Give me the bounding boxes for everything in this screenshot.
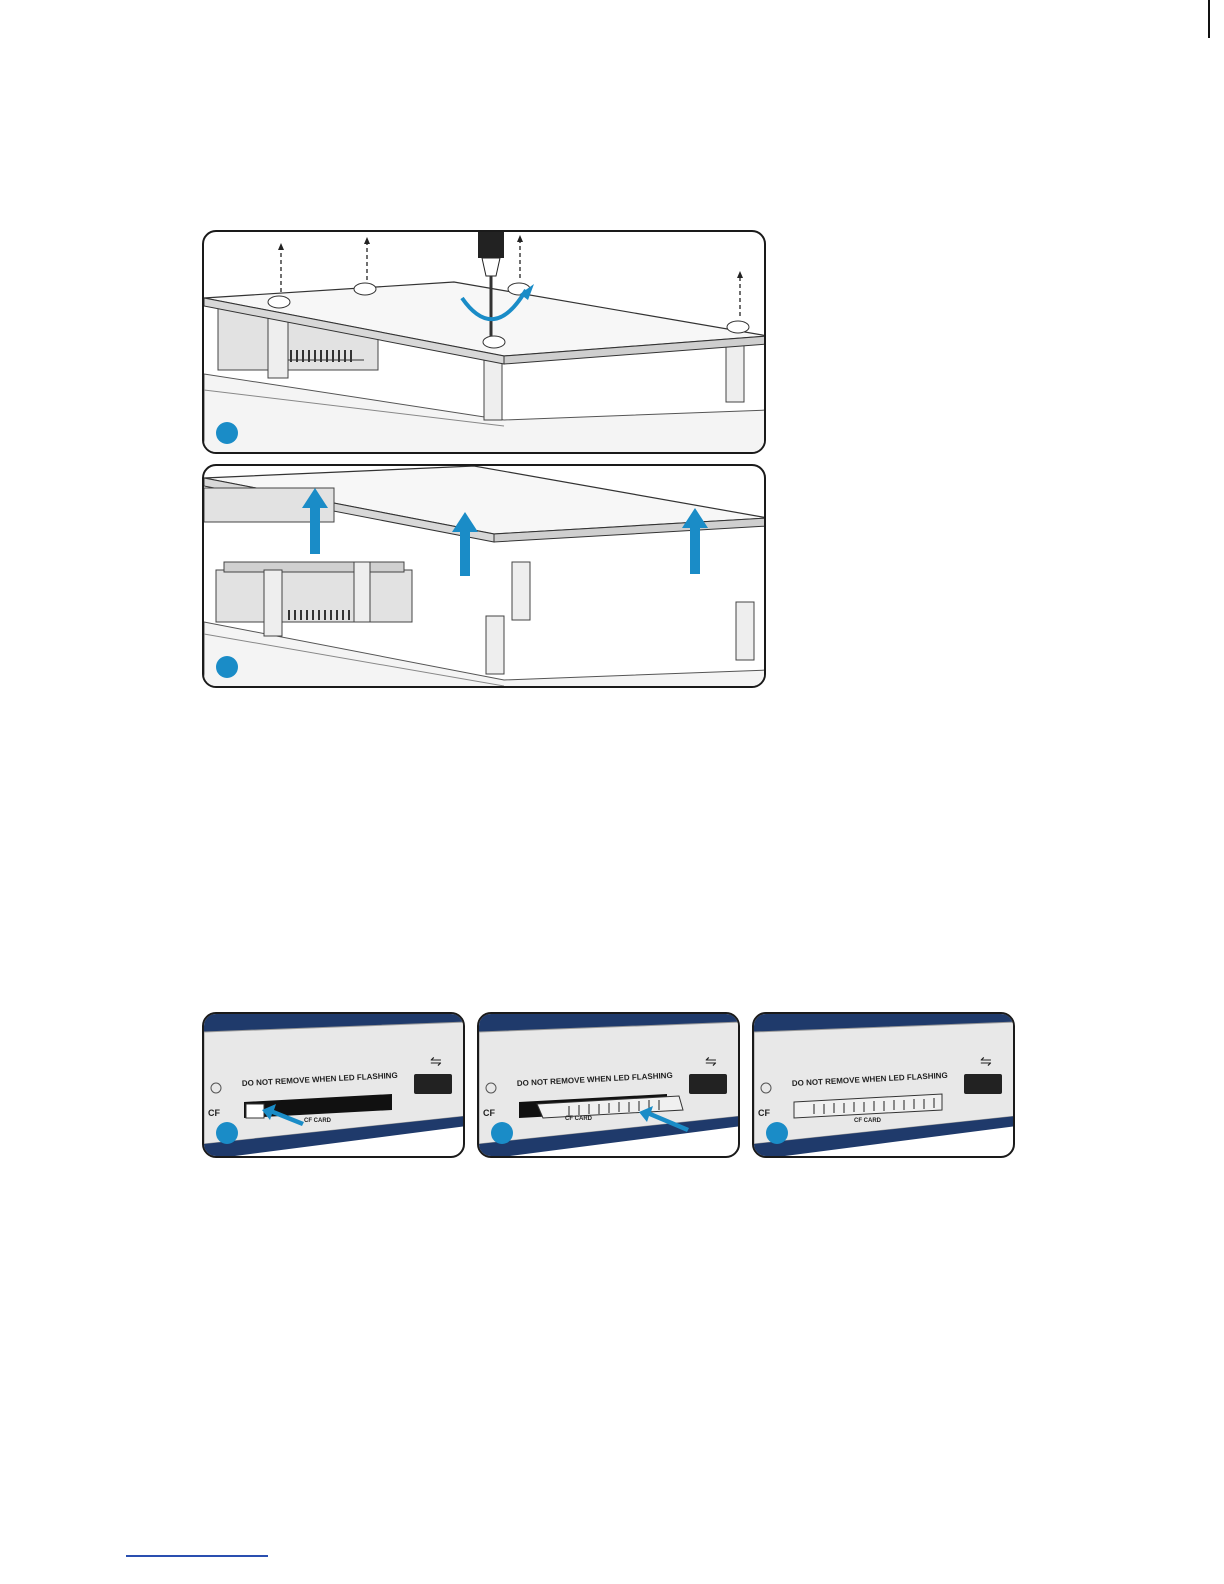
usb-icon: ⇋: [980, 1053, 992, 1069]
cf-slot-label: CF CARD: [304, 1118, 332, 1124]
illustration-remove-screws: [202, 230, 766, 454]
step-2-badge: [216, 656, 238, 678]
cf-slot-empty-drawing: CF DO NOT REMOVE WHEN LED FLASHING CF CA…: [204, 1014, 465, 1158]
step-3-badge-cf: [766, 1122, 788, 1144]
cf-led-label: CF: [483, 1108, 495, 1118]
cf-led-label: CF: [758, 1108, 770, 1118]
cf-panel-3: CF DO NOT REMOVE WHEN LED FLASHING CF CA…: [752, 1012, 1015, 1158]
cf-card-inserted-drawing: CF DO NOT REMOVE WHEN LED FLASHING CF CA…: [754, 1014, 1015, 1158]
step-1-badge-cf: [216, 1122, 238, 1144]
cf-led-label: CF: [208, 1108, 220, 1118]
cf-card-inserting-drawing: CF DO NOT REMOVE WHEN LED FLASHING CF CA…: [479, 1014, 740, 1158]
board-lift-drawing: [204, 466, 766, 688]
cf-panel-2: CF DO NOT REMOVE WHEN LED FLASHING CF CA…: [477, 1012, 740, 1158]
step-2-badge-cf: [491, 1122, 513, 1144]
board-screws-drawing: [204, 232, 766, 454]
footer-link-underline[interactable]: [126, 1555, 268, 1557]
usb-icon: ⇋: [430, 1053, 442, 1069]
cf-slot-label: CF CARD: [854, 1118, 882, 1124]
page-edge-rule: [1208, 0, 1210, 38]
usb-icon: ⇋: [705, 1053, 717, 1069]
cf-panel-1: CF DO NOT REMOVE WHEN LED FLASHING CF CA…: [202, 1012, 465, 1158]
illustration-lift-board: [202, 464, 766, 688]
cf-slot-label: CF CARD: [565, 1116, 593, 1122]
step-1-badge: [216, 422, 238, 444]
